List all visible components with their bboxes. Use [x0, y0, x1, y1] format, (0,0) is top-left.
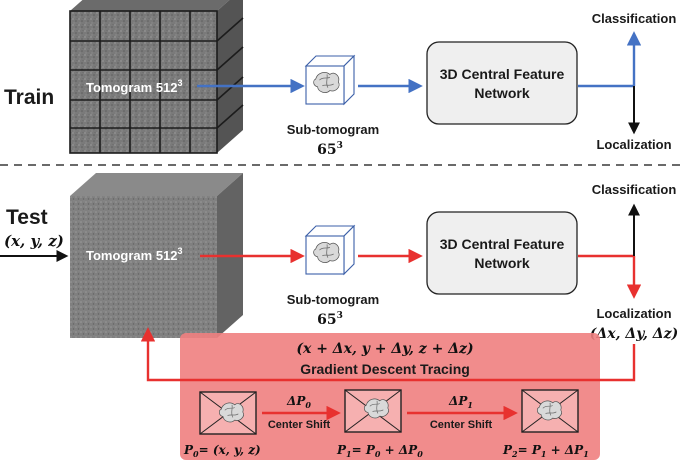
test-network-line1: 3D Central Feature [440, 236, 565, 252]
tracing-p0-equation: P0= (x, y, z) [183, 443, 261, 459]
test-input-coords: (x, y, z) [4, 232, 64, 250]
train-localization-label: Localization [596, 137, 671, 152]
test-network-line2: Network [474, 255, 529, 271]
train-network-line1: 3D Central Feature [440, 66, 565, 82]
tracing-step1-label: ΔP0 [286, 394, 311, 410]
train-network-box [426, 41, 578, 125]
tracing-shift-label-2: Center Shift [430, 419, 493, 431]
train-tomogram-label: Tomogram 5123 [86, 78, 183, 95]
tracing-box-p0 [199, 391, 257, 435]
train-subtomo-label: Sub-tomogram [287, 122, 379, 137]
tracing-feedback-arrow [140, 327, 636, 382]
test-subtomo-label: Sub-tomogram [287, 292, 379, 307]
tracing-shift-label-1: Center Shift [268, 419, 331, 431]
test-classification-label: Classification [592, 182, 677, 197]
train-section-label: Train [4, 86, 54, 109]
train-network-line2: Network [474, 85, 529, 101]
tracing-title: Gradient Descent Tracing [300, 361, 470, 377]
train-subtomo-size: 653 [317, 141, 343, 158]
tracing-box-p2 [521, 389, 579, 433]
test-section-label: Test [6, 206, 48, 229]
tracing-box-p1 [344, 389, 402, 433]
train-classification-label: Classification [592, 11, 677, 26]
test-subtomogram-cube [304, 224, 356, 276]
tracing-p2-equation: P2= P1 + ΔP1 [502, 443, 589, 459]
tracing-p1-equation: P1= P0 + ΔP0 [336, 443, 423, 459]
test-network-box [426, 211, 578, 295]
tracing-updated-coords: (x + Δx, y + Δy, z + Δz) [296, 341, 473, 357]
test-tomogram-label: Tomogram 5123 [86, 246, 183, 263]
test-subtomo-size: 653 [317, 311, 343, 328]
test-localization-delta: (Δx, Δy, Δz) [590, 326, 678, 342]
test-localization-label: Localization [596, 306, 671, 321]
train-subtomogram-cube [304, 54, 356, 106]
train-tomogram-cube [69, 0, 244, 154]
tracing-step2-label: ΔP1 [448, 394, 473, 410]
